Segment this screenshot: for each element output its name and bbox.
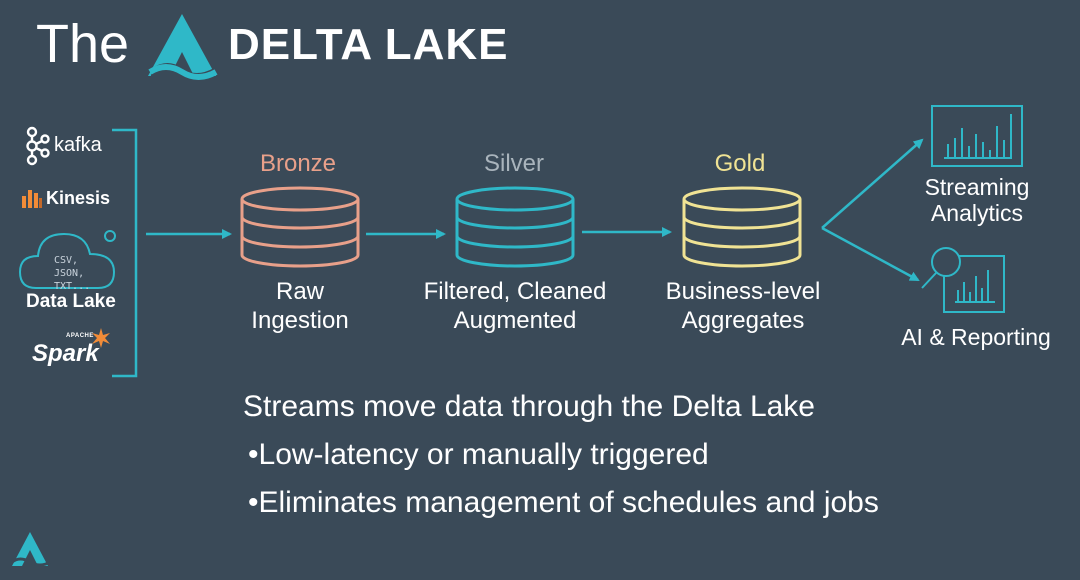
streaming-line1: Streaming xyxy=(924,174,1030,200)
kafka-label: kafka xyxy=(54,134,102,156)
cloud-icon xyxy=(18,230,116,289)
kafka-icon xyxy=(26,126,50,166)
streaming-line2: Analytics xyxy=(930,200,1024,226)
stage-title-bronze: Bronze xyxy=(259,150,337,177)
gold-desc-line2: Aggregates xyxy=(681,307,805,334)
bullet-item-1: •Low-latency or manually triggered xyxy=(248,438,709,471)
streaming-analytics-label: Streaming Analytics xyxy=(906,174,1048,226)
bullet-item-2: •Eliminates management of schedules and … xyxy=(248,486,879,519)
spark-star-icon xyxy=(92,328,110,348)
ai-reporting-label: AI & Reporting xyxy=(901,324,1051,350)
source-bracket xyxy=(112,128,138,378)
bronze-desc-line2: Ingestion xyxy=(251,307,349,334)
kinesis-icon xyxy=(22,190,42,208)
arrow-gold-to-ai xyxy=(821,226,920,282)
data-lake-label: Data Lake xyxy=(26,291,116,312)
stage-title-silver: Silver xyxy=(483,150,544,177)
apache-label: APACHE xyxy=(66,333,94,339)
arrow-gold-to-streaming xyxy=(821,138,924,229)
silver-description: Filtered, Cleaned Augmented xyxy=(400,277,630,335)
footer-logo-icon xyxy=(11,532,51,567)
streaming-analytics-icon xyxy=(931,105,1023,167)
title-prefix: The xyxy=(36,14,130,74)
gold-description: Business-level Aggregates xyxy=(640,277,846,335)
ai-reporting-icon xyxy=(921,247,1005,313)
gold-cylinder xyxy=(682,186,802,268)
gold-desc-line1: Business-level xyxy=(665,278,821,305)
spark-label: Spark xyxy=(32,340,99,367)
bronze-desc-line1: Raw xyxy=(275,278,324,305)
brand-title: DELTA LAKE xyxy=(228,20,509,69)
stage-title-gold: Gold xyxy=(714,150,766,177)
bullets-heading: Streams move data through the Delta Lake xyxy=(243,390,815,423)
silver-desc-line1: Filtered, Cleaned xyxy=(423,278,607,305)
file-types-text: CSV, JSON, TXT... xyxy=(54,255,91,292)
silver-desc-line2: Augmented xyxy=(453,307,577,334)
bronze-description: Raw Ingestion xyxy=(200,277,400,335)
silver-cylinder xyxy=(455,186,575,268)
delta-lake-logo-icon xyxy=(148,14,218,82)
kinesis-label: Kinesis xyxy=(46,188,111,208)
bronze-cylinder xyxy=(240,186,360,268)
